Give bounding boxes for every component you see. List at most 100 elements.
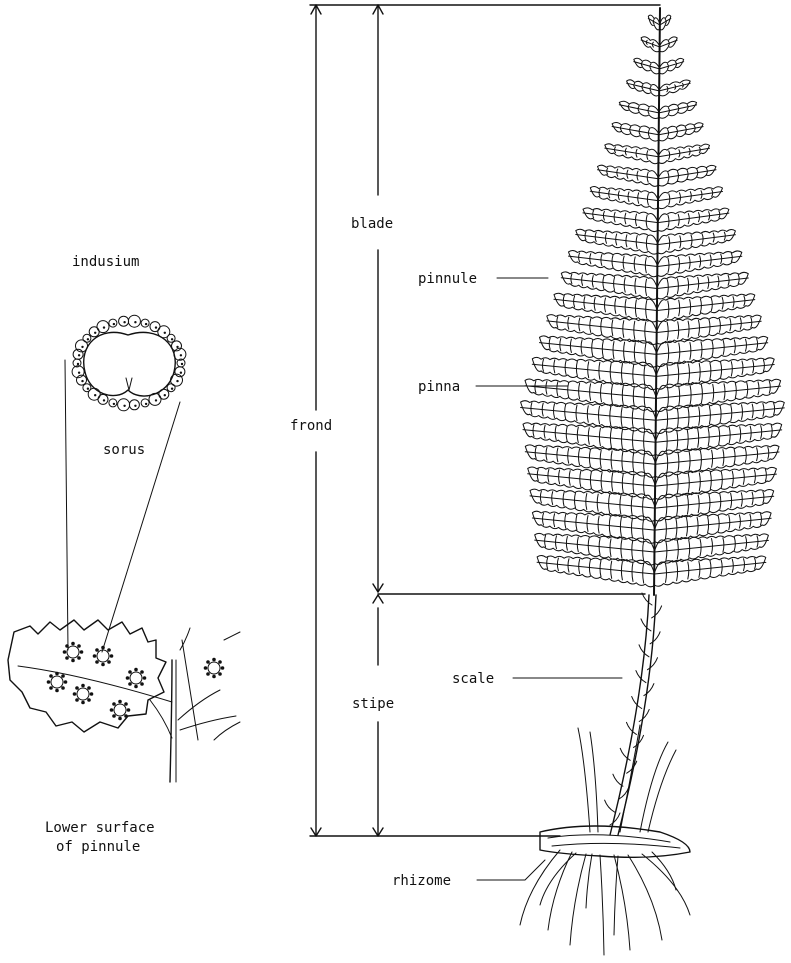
sporangium bbox=[149, 393, 161, 405]
sporangia-ring bbox=[72, 315, 186, 411]
sporangium-dot bbox=[94, 332, 96, 334]
sorus-sporangium bbox=[206, 660, 210, 664]
sorus-sporangium bbox=[95, 660, 99, 664]
label-indusium: indusium bbox=[72, 254, 139, 270]
sorus-sporangium bbox=[118, 700, 122, 704]
pinna-costa bbox=[554, 299, 657, 310]
sorus-sporangium bbox=[75, 698, 79, 702]
sorus-sporangium bbox=[221, 666, 225, 670]
sorus-sporangium bbox=[55, 689, 59, 693]
pinna-left bbox=[634, 58, 660, 74]
sporangium-dot bbox=[134, 405, 136, 407]
pinna-left bbox=[598, 165, 659, 186]
pinna-left bbox=[612, 123, 659, 142]
sporangium bbox=[141, 319, 149, 327]
pinnule-midrib bbox=[18, 666, 172, 702]
pinna-right bbox=[655, 489, 774, 521]
sorus-sporangium bbox=[71, 642, 75, 646]
sporangium-dot bbox=[155, 326, 157, 328]
sporangium-dot bbox=[134, 321, 136, 323]
pinnule-outline bbox=[8, 620, 166, 732]
root bbox=[628, 855, 662, 940]
sorus-sporangium bbox=[112, 702, 116, 706]
pinna-costa bbox=[657, 300, 755, 311]
scale-mark bbox=[627, 722, 637, 734]
sporangium bbox=[141, 399, 149, 407]
pinna-right bbox=[659, 58, 683, 74]
sorus-sporangium bbox=[118, 717, 122, 721]
label-lower-surface-line1: Lower surface bbox=[45, 820, 155, 836]
sporangium-dot bbox=[171, 388, 173, 390]
pinna-right bbox=[656, 358, 774, 389]
sporangium bbox=[109, 399, 117, 407]
pinna-left bbox=[537, 556, 654, 587]
sporangium bbox=[119, 316, 129, 326]
stipe-arrowhead-top bbox=[373, 595, 383, 603]
pinna-right bbox=[659, 80, 690, 96]
pinna-left bbox=[627, 80, 660, 96]
sporangium-dot bbox=[103, 399, 105, 401]
root bbox=[540, 853, 576, 905]
sorus-dot bbox=[67, 646, 79, 658]
pinna-costa bbox=[535, 540, 655, 552]
sorus-sporangium bbox=[124, 714, 128, 718]
pinna-costa bbox=[540, 343, 657, 355]
sorus-sporangium bbox=[101, 646, 105, 650]
scale-mark bbox=[650, 632, 660, 644]
pinna-left bbox=[576, 229, 658, 254]
sorus-sporangium bbox=[107, 660, 111, 664]
sorus-sporangium bbox=[77, 656, 81, 660]
sorus-sporangium bbox=[107, 648, 111, 652]
sporangium-dot bbox=[171, 338, 173, 340]
sorus-sporangium bbox=[93, 654, 97, 658]
pinna-costa bbox=[525, 386, 656, 399]
root bbox=[548, 852, 572, 930]
sporangium-dot bbox=[113, 403, 115, 405]
pinna-right bbox=[655, 512, 771, 543]
sporangium-dot bbox=[78, 354, 80, 356]
sorus-sporangium bbox=[128, 670, 132, 674]
sorus-dot bbox=[114, 704, 126, 716]
sorus-dot bbox=[97, 650, 109, 662]
root bbox=[570, 854, 586, 945]
rhizome-base bbox=[520, 725, 690, 955]
sorus-sporangium bbox=[140, 682, 144, 686]
pinna-costa bbox=[656, 386, 781, 398]
pinnule-stem bbox=[170, 660, 172, 782]
pinna-costa bbox=[530, 496, 655, 508]
sorus-dot bbox=[77, 688, 89, 700]
sporangium-dot bbox=[164, 332, 166, 334]
pinna-right bbox=[658, 187, 722, 209]
sporangium-dot bbox=[123, 405, 125, 407]
pinna-right bbox=[655, 467, 776, 499]
sporangium-dot bbox=[77, 363, 79, 365]
sorus-sporangium bbox=[204, 666, 208, 670]
sorus-sporangium bbox=[112, 714, 116, 718]
sporangium-dot bbox=[123, 321, 125, 323]
sporangium bbox=[97, 321, 109, 333]
sorus-sporangium bbox=[87, 698, 91, 702]
sorus-sporangium bbox=[81, 684, 85, 688]
sorus-detail bbox=[65, 315, 186, 652]
sorus-sporangium bbox=[127, 708, 131, 712]
label-blade: blade bbox=[351, 216, 393, 232]
sorus-sporangium bbox=[126, 676, 130, 680]
root bbox=[642, 854, 690, 915]
scale-mark bbox=[605, 800, 615, 812]
sorus-sporangium bbox=[64, 680, 68, 684]
pinna-costa bbox=[655, 540, 769, 552]
pinna-costa bbox=[528, 474, 656, 486]
sporangium-dot bbox=[155, 399, 157, 401]
pinnule-detail bbox=[8, 620, 240, 782]
pinna-costa bbox=[655, 474, 776, 486]
root bbox=[614, 856, 618, 935]
scale-mark bbox=[652, 606, 662, 618]
sorus-dot bbox=[130, 672, 142, 684]
sporangium-dot bbox=[113, 323, 115, 325]
sorus-sporangium bbox=[61, 674, 65, 678]
pinna-left bbox=[532, 511, 654, 543]
root bbox=[586, 854, 592, 908]
pinna-left bbox=[535, 533, 655, 565]
pinna-left bbox=[641, 37, 660, 52]
